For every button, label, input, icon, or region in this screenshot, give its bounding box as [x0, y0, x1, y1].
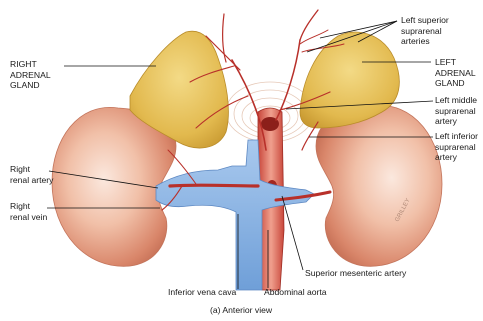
- label-left-middle-suprarenal-artery: Left middle suprarenal artery: [435, 95, 477, 127]
- label-left-superior-suprarenal-arteries: Left superior suprarenal arteries: [401, 15, 449, 47]
- label-right-renal-vein: Right renal vein: [10, 201, 47, 222]
- label-left-inferior-suprarenal-artery: Left inferior suprarenal artery: [435, 131, 478, 163]
- label-inferior-vena-cava: Inferior vena cava: [168, 287, 236, 298]
- label-superior-mesenteric-artery: Superior mesenteric artery: [305, 268, 406, 279]
- left-kidney: [316, 105, 442, 266]
- label-right-renal-artery: Right renal artery: [10, 164, 53, 185]
- figure-caption: (a) Anterior view: [210, 305, 272, 316]
- label-abdominal-aorta: Abdominal aorta: [264, 287, 327, 298]
- label-right-adrenal-gland: RIGHT ADRENAL GLAND: [10, 59, 51, 91]
- label-left-adrenal-gland: LEFT ADRENAL GLAND: [435, 57, 476, 89]
